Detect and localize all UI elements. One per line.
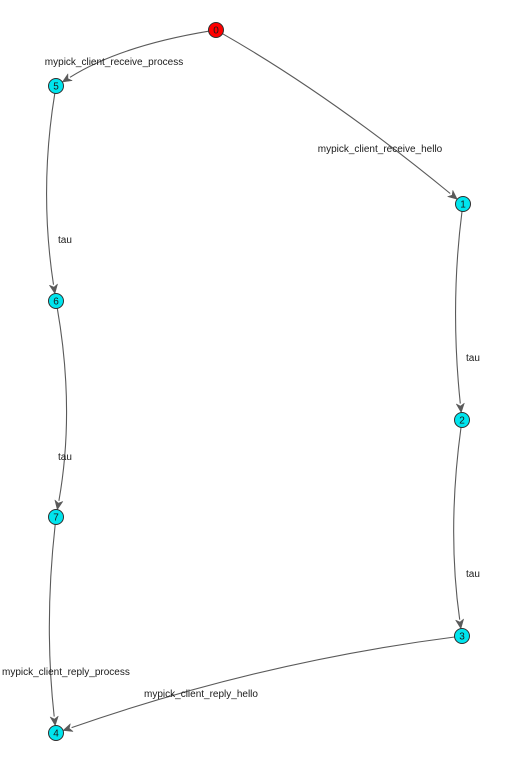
transition-edge-6-to-7 [56,308,68,501]
state-circle-3[interactable] [454,628,470,644]
state-label-2: 2 [459,416,465,427]
transition-label-1-to-2: tau [466,353,480,364]
arrowhead-0-to-1 [447,190,458,200]
state-label-3: 3 [459,632,465,643]
state-circle-6[interactable] [48,293,64,309]
arrowhead-5-to-6 [49,283,58,294]
state-label-0: 0 [213,26,219,37]
state-label-6: 6 [53,297,59,308]
arrowhead-2-to-3 [455,618,464,629]
state-node-6[interactable]: 6 [48,293,64,309]
arrowhead-6-to-7 [54,499,64,510]
arrowhead-0-to-5 [62,73,73,83]
state-circle-5[interactable] [48,78,64,94]
state-circle-1[interactable] [455,196,471,212]
state-node-5[interactable]: 5 [48,78,64,94]
arrowhead-7-to-4 [49,715,59,726]
state-circle-4[interactable] [48,725,64,741]
state-circle-7[interactable] [48,509,64,525]
state-circle-2[interactable] [454,412,470,428]
transition-label-6-to-7: tau [58,452,72,463]
transition-edge-0-to-1 [222,33,451,194]
transition-edge-2-to-3 [453,427,462,620]
initial-state-node[interactable]: 0 [208,22,224,38]
state-label-7: 7 [53,513,59,524]
state-node-7[interactable]: 7 [48,509,64,525]
state-label-1: 1 [460,200,466,211]
transition-label-7-to-4: mypick_client_reply_process [2,667,130,678]
transition-label-2-to-3: tau [466,569,480,580]
transition-edge-0-to-5 [69,30,209,78]
edge-labels-layer: mypick_client_receive_process mypick_clie… [2,57,480,700]
transition-label-5-to-6: tau [58,235,72,246]
state-node-4[interactable]: 4 [48,725,64,741]
nodes-layer: 0 1 2 3 4 5 6 7 [48,22,471,741]
transition-edge-3-to-4 [71,636,455,729]
transition-label-0-to-1: mypick_client_receive_hello [318,144,443,155]
transition-edge-5-to-6 [46,93,56,285]
transition-edge-7-to-4 [48,524,56,717]
transition-edge-1-to-2 [455,211,463,404]
arrowhead-1-to-2 [455,402,465,413]
transition-label-3-to-4: mypick_client_reply_hello [144,689,258,700]
edges-layer [46,30,465,732]
state-node-1[interactable]: 1 [455,196,471,212]
state-node-3[interactable]: 3 [454,628,470,644]
transition-label-0-to-5: mypick_client_receive_process [45,57,183,68]
state-node-2[interactable]: 2 [454,412,470,428]
arrowhead-3-to-4 [62,723,74,732]
state-label-4: 4 [53,729,59,740]
state-circle-0[interactable] [208,22,224,38]
state-label-5: 5 [53,82,59,93]
